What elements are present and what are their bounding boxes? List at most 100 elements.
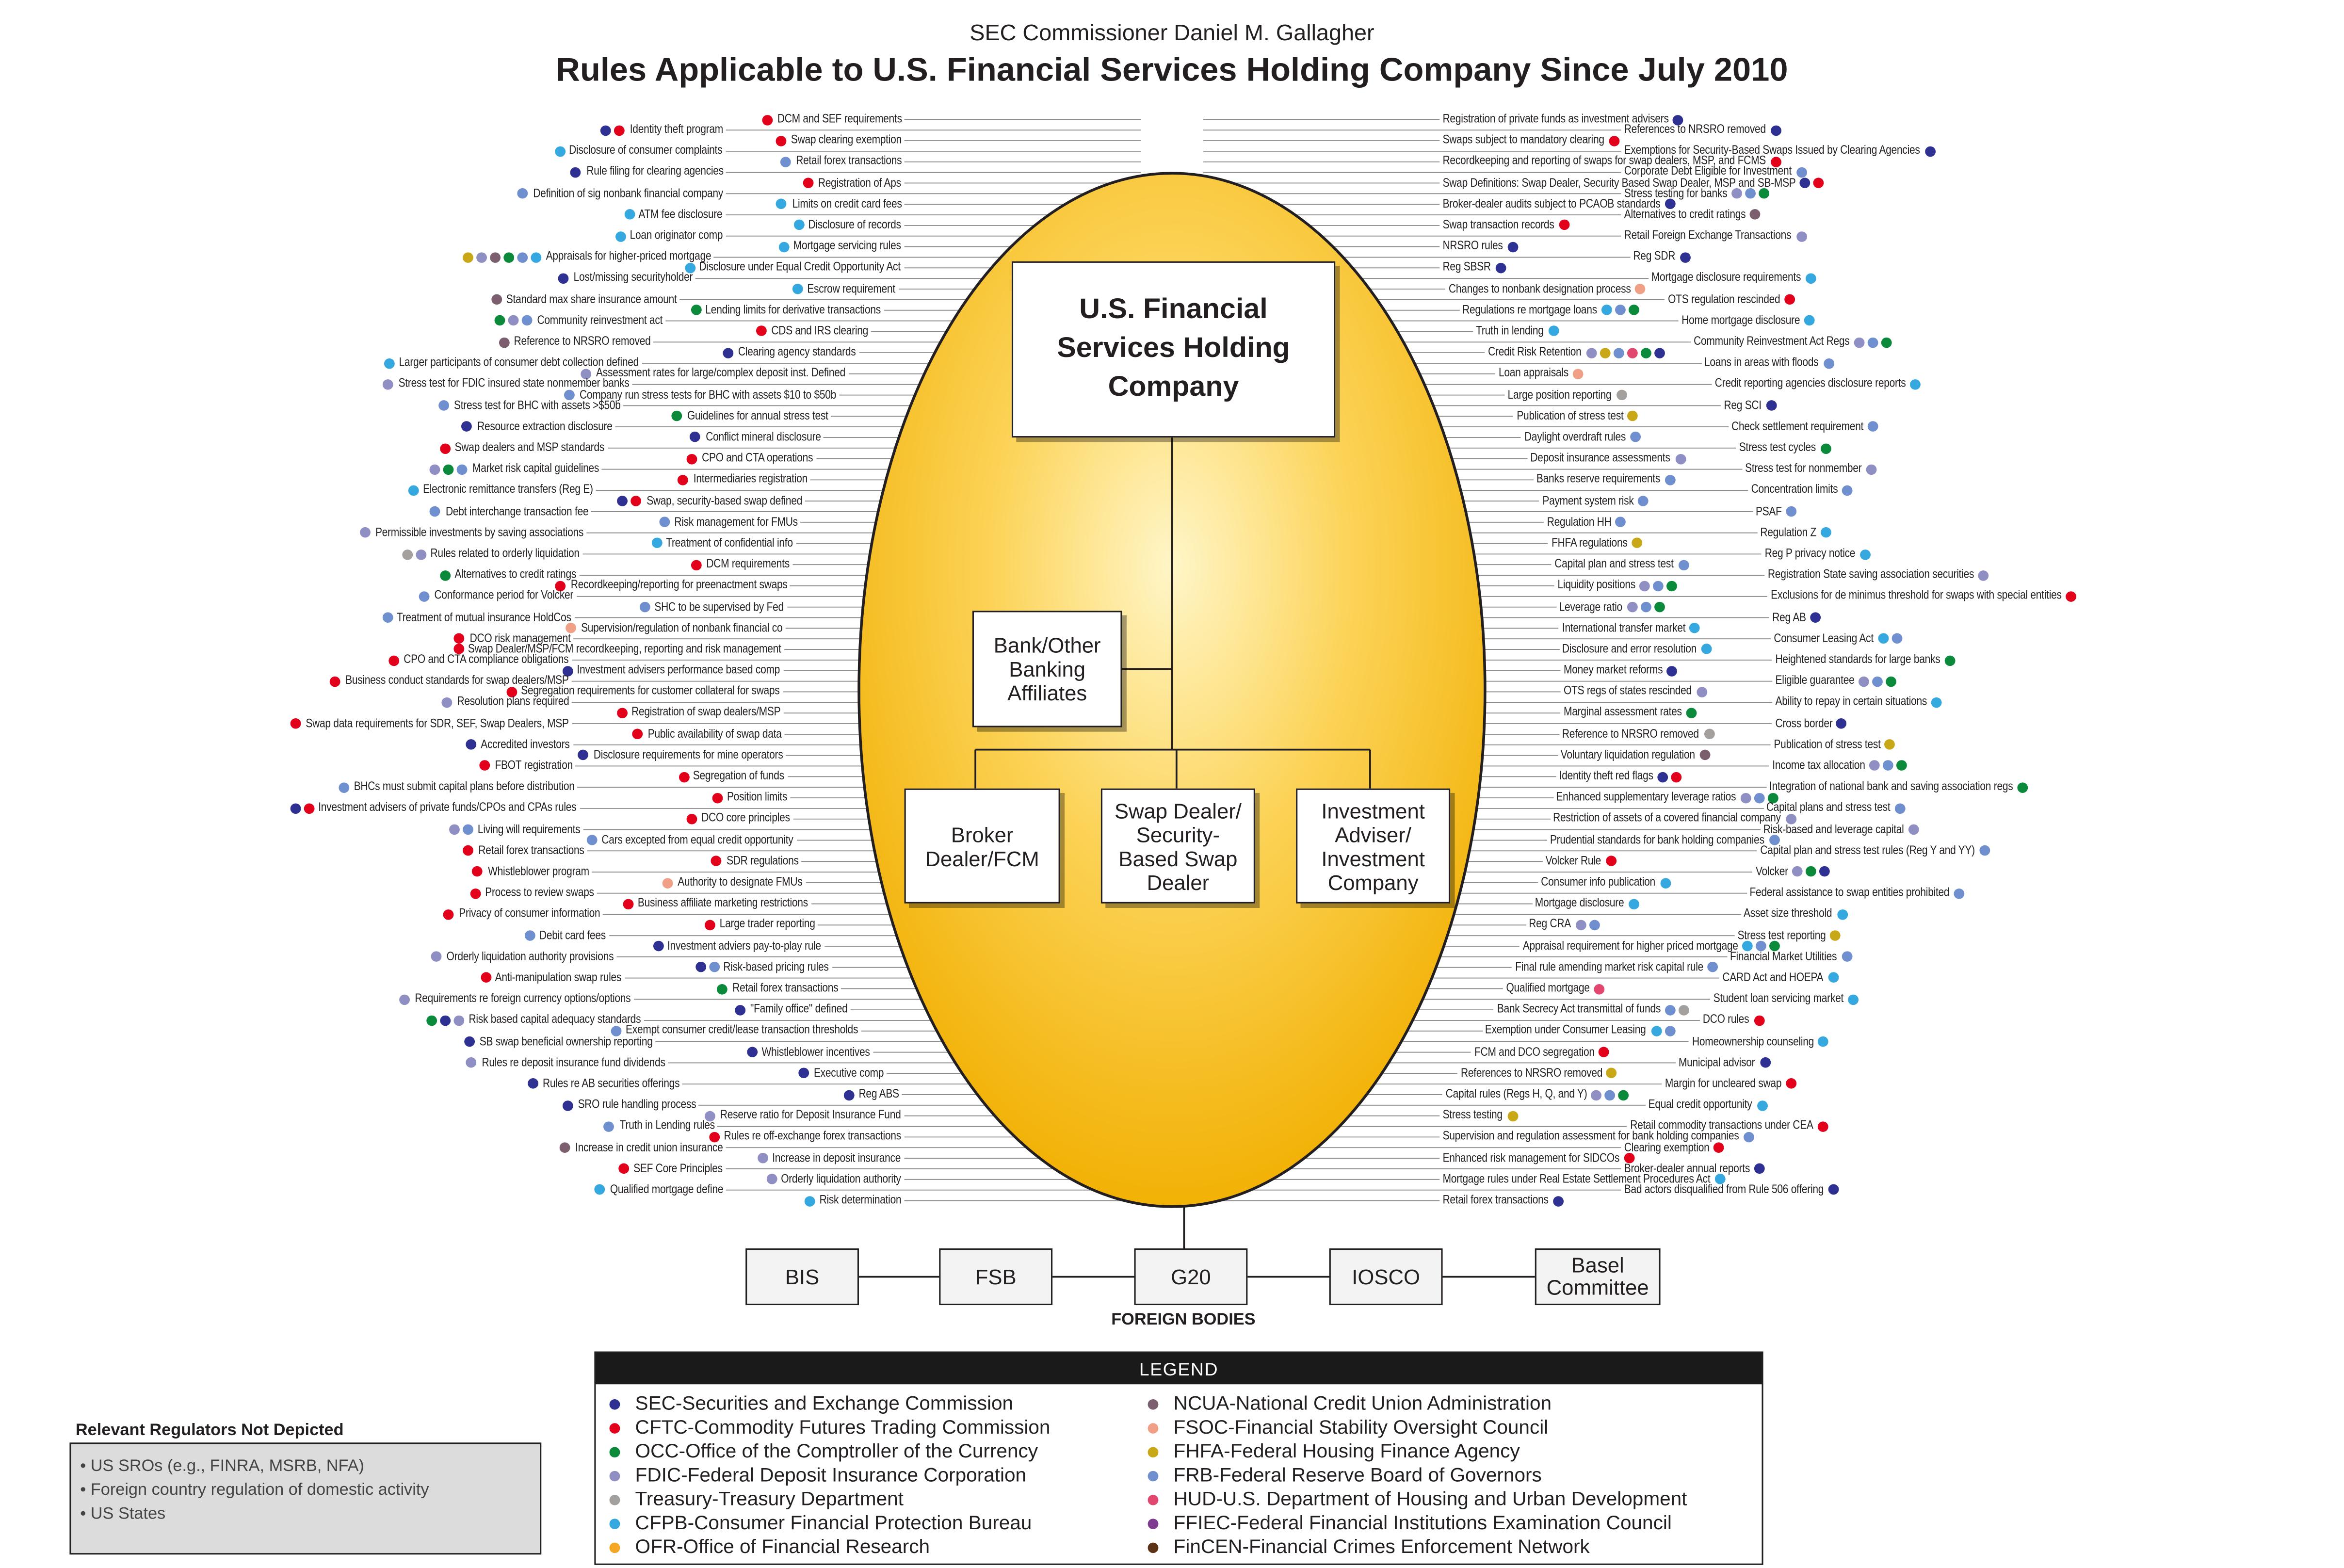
agency-dot-cftc xyxy=(776,135,786,146)
left-rule-label: Segregation requirements for customer co… xyxy=(521,684,780,698)
agency-dot-sec xyxy=(462,421,473,432)
left-rule-label: Orderly liquidation authority provisions xyxy=(446,949,614,963)
agency-dot-frb xyxy=(1872,676,1883,687)
left-rule-label: Accredited investors xyxy=(481,737,571,751)
legend-item: FHFA-Federal Housing Finance Agency xyxy=(1134,1439,1687,1463)
not-depicted-title: Relevant Regulators Not Depicted xyxy=(75,1422,344,1440)
agency-dot-cftc xyxy=(1606,856,1617,867)
right-rule-label: Mortgage disclosure xyxy=(1536,896,1625,910)
agency-dot-occ xyxy=(1768,792,1779,803)
right-rule-label: Capital plan and stress test rules (Reg … xyxy=(1760,843,1974,857)
agency-dot-fdic xyxy=(758,1153,769,1164)
agency-dot-cfpb xyxy=(407,485,419,496)
legend-dot-fhfa xyxy=(1148,1447,1159,1458)
agency-dot-fhfa xyxy=(1599,347,1610,358)
agency-dot-frb xyxy=(522,315,533,326)
agency-dot-frb xyxy=(1653,581,1664,591)
agency-dot-sec xyxy=(652,941,663,952)
agency-dot-cftc xyxy=(1714,1142,1725,1153)
agency-dot-cftc xyxy=(616,708,628,718)
agency-dot-ncua xyxy=(498,337,509,348)
agency-dot-frb xyxy=(1954,888,1965,899)
left-rule-label: Lending limits for derivative transactio… xyxy=(705,303,881,316)
left-rule-label: Rules re deposit insurance fund dividend… xyxy=(481,1055,665,1069)
right-rule-label: Exclusions for de minimus threshold for … xyxy=(1770,589,2061,603)
left-rule-label: SEF Core Principles xyxy=(633,1161,723,1175)
left-rule-label: Rules re AB securities offerings xyxy=(542,1076,679,1090)
agency-dot-cfpb xyxy=(384,358,395,369)
left-rule-label: Swap, security-based swap defined xyxy=(646,493,802,507)
agency-dot-sec xyxy=(1819,867,1830,877)
right-rule-label: Exemptions for Security-Based Swaps Issu… xyxy=(1624,144,1920,158)
agency-dot-fdic xyxy=(360,527,371,538)
agency-dot-cftc xyxy=(389,655,400,665)
agency-dot-ncua xyxy=(489,252,500,263)
agency-dot-sec xyxy=(1800,178,1811,189)
agency-dot-occ xyxy=(439,570,451,581)
left-rule-label: FBOT registration xyxy=(494,759,572,772)
left-rule-label: Executive comp xyxy=(813,1066,884,1080)
agency-dot-frb xyxy=(709,962,720,973)
right-rule-label: Mortgage rules under Real Estate Settlem… xyxy=(1442,1172,1711,1186)
right-rule-label: Home mortgage disclosure xyxy=(1681,313,1800,327)
legend-item: FSOC-Financial Stability Oversight Counc… xyxy=(1134,1416,1687,1439)
legend-item: FRB-Federal Reserve Board of Governors xyxy=(1134,1463,1687,1487)
left-rule-label: Swap Dealer/MSP/FCM recordkeeping, repor… xyxy=(468,642,781,656)
agency-dot-occ xyxy=(1896,760,1908,772)
right-rule-label: Broker-dealer audits subject to PCAOB st… xyxy=(1442,196,1661,210)
agency-dot-cftc xyxy=(479,760,490,772)
agency-dot-cftc xyxy=(304,803,315,814)
agency-dot-cftc xyxy=(291,718,302,729)
right-rule-label: Reg SBSR xyxy=(1442,260,1491,274)
agency-dot-frb xyxy=(382,612,393,623)
agency-dot-cftc xyxy=(632,729,644,740)
agency-dot-cfpb xyxy=(1651,1026,1662,1036)
legend-item: OFR-Office of Financial Research xyxy=(596,1535,1050,1559)
right-rule-label: Voluntary liquidation regulation xyxy=(1561,748,1696,761)
right-rule-label: Loan appraisals xyxy=(1498,366,1568,380)
page-title: Rules Applicable to U.S. Financial Servi… xyxy=(556,50,1788,88)
agency-dot-sec xyxy=(843,1089,854,1100)
agency-dot-fdic xyxy=(1795,230,1807,242)
agency-dot-fdic xyxy=(1576,920,1587,931)
agency-dot-hud xyxy=(1594,983,1605,994)
left-rule-label: Reserve ratio for Deposit Insurance Fund xyxy=(720,1108,902,1122)
right-rule-label: Enhanced supplementary leverage ratios xyxy=(1556,790,1737,804)
left-rule-label: Investment advisers of private funds/CPO… xyxy=(319,801,577,815)
right-rule-label: Qualified mortgage xyxy=(1506,981,1590,995)
right-rule-label: Stress test cycles xyxy=(1739,440,1816,454)
agency-dot-fhfa xyxy=(1606,1068,1617,1079)
right-rule-label: Enhanced risk management for SIDCOs xyxy=(1442,1150,1620,1164)
right-rule-label: PSAF xyxy=(1756,504,1782,518)
left-rule-label: Swap clearing exemption xyxy=(791,133,902,147)
agency-dot-cfpb xyxy=(1859,549,1870,560)
left-rule-label: Disclosure requirements for mine operato… xyxy=(593,748,783,761)
legend-label: FFIEC-Federal Financial Institutions Exa… xyxy=(1173,1511,1672,1534)
agency-dot-fdic xyxy=(400,994,411,1005)
agency-dot-cftc xyxy=(1770,156,1781,167)
left-rule-label: Rules related to orderly liquidation xyxy=(430,546,580,560)
agency-dot-cfpb xyxy=(1821,527,1832,538)
right-rule-label: Credit reporting agencies disclosure rep… xyxy=(1714,377,1906,390)
agency-dot-fhfa xyxy=(1830,930,1842,941)
agency-dot-cfpb xyxy=(624,210,635,220)
agency-dot-cfpb xyxy=(530,252,541,263)
right-rule-label: Money market reforms xyxy=(1563,663,1663,677)
agency-dot-frb xyxy=(1868,337,1878,348)
left-rule-label: Risk determination xyxy=(819,1193,902,1207)
agency-dot-sec xyxy=(1770,125,1781,135)
agency-dot-cfpb xyxy=(778,241,790,252)
right-rule-label: Volcker xyxy=(1755,864,1788,878)
right-rule-label: Marginal assessment rates xyxy=(1563,705,1682,719)
agency-dot-sec xyxy=(1553,1195,1564,1206)
agency-dot-cfpb xyxy=(1910,379,1921,390)
right-rule-label: Deposit insurance assessments xyxy=(1530,451,1670,465)
agency-dot-cftc xyxy=(803,178,814,189)
left-rule-label: Disclosure of records xyxy=(808,218,902,232)
agency-dot-cftc xyxy=(711,792,723,803)
right-rule-label: Liquidity positions xyxy=(1557,578,1635,592)
agency-dot-cfpb xyxy=(1837,909,1848,920)
agency-dot-fsoc xyxy=(566,623,577,634)
right-rule-label: OTS regulation rescinded xyxy=(1667,292,1780,306)
agency-dot-ncua xyxy=(1700,750,1711,761)
